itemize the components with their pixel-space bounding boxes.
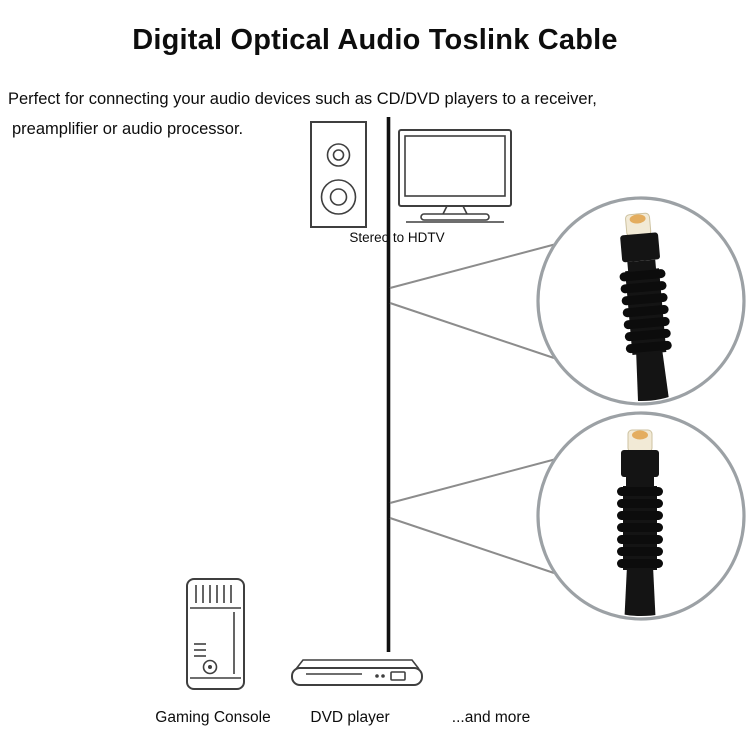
toslink-connector-icon-bottom xyxy=(616,429,664,616)
zoom-pointer-lines-bottom xyxy=(389,457,561,574)
stereo-speaker-icon xyxy=(310,121,367,228)
magnified-connector-circle-bottom xyxy=(536,411,746,621)
dvd-player-icon xyxy=(291,659,423,686)
product-description: Perfect for connecting your audio device… xyxy=(8,84,742,144)
page-title: Digital Optical Audio Toslink Cable xyxy=(132,24,618,56)
zoom-pointer-lines-top xyxy=(389,242,561,359)
label-and-more: ...and more xyxy=(451,709,531,726)
label-dvd-player: DVD player xyxy=(310,709,390,726)
hdtv-icon xyxy=(398,129,512,223)
label-stereo-to-hdtv: Stereo to HDTV xyxy=(349,230,445,245)
description-line-2: preamplifier or audio processor. xyxy=(12,120,244,138)
gaming-console-icon xyxy=(186,578,245,690)
description-line-1: Perfect for connecting your audio device… xyxy=(8,90,597,108)
label-gaming-console: Gaming Console xyxy=(155,709,271,726)
magnified-connector-circle-top xyxy=(536,196,746,406)
